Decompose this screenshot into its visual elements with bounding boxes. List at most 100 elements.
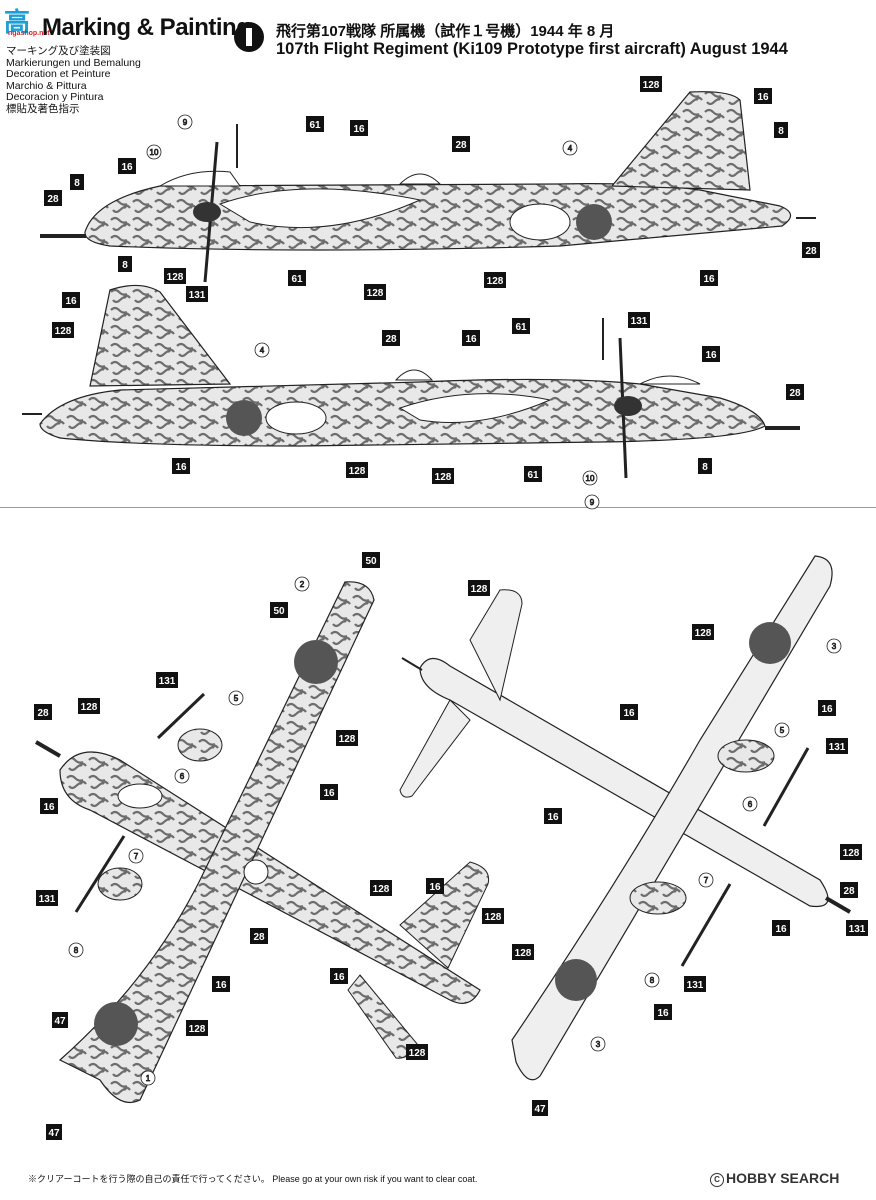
callout-box: 8: [122, 260, 128, 271]
callout-box: 128: [373, 884, 390, 895]
circle-label: 7: [704, 876, 709, 885]
circle-label: 6: [180, 772, 185, 781]
clear-coat-note: ※クリアーコートを行う際の自己の責任で行ってください。 Please go at…: [28, 1174, 478, 1184]
callout-box: 16: [333, 972, 345, 983]
callout-box: 61: [309, 120, 321, 131]
language-list: マーキング及び塗装図 Markierungen und Bemalung Dec…: [6, 45, 141, 116]
callout-box: 28: [47, 194, 59, 205]
copyright-icon: C: [710, 1173, 724, 1187]
language-item: Marchio & Pittura: [6, 79, 87, 92]
language-item: Decoration et Peinture: [6, 68, 111, 81]
callout-box: 61: [527, 470, 539, 481]
circle-label: 1: [146, 1074, 151, 1083]
callout-box: 16: [43, 802, 55, 813]
callout-box: 128: [81, 702, 98, 713]
callout-box: 28: [455, 140, 467, 151]
callout-box: 131: [849, 924, 866, 935]
credit-text: HOBBY SEARCH: [726, 1170, 840, 1186]
callout-box: 131: [39, 894, 56, 905]
callout-box: 128: [409, 1048, 426, 1059]
callout-box: 128: [843, 848, 860, 859]
callout-box: 128: [367, 288, 384, 299]
circle-label: 5: [780, 726, 785, 735]
callout-box: 128: [339, 734, 356, 745]
circle-label: 10: [586, 474, 595, 483]
callout-box: 47: [54, 1016, 66, 1027]
callout-box: 16: [65, 296, 77, 307]
scheme-title-jp: 飛行第107戦隊 所属機（試作１号機）1944 年 8 月: [276, 23, 615, 40]
callout-box: 131: [189, 290, 206, 301]
callout-box: 16: [821, 704, 833, 715]
circle-label: 8: [650, 976, 655, 985]
callout-box: 16: [623, 708, 635, 719]
callout-box: 16: [429, 882, 441, 893]
callout-labels: 128 16 8 61 16 28 16 8 28 128 131 61 128…: [34, 76, 868, 1140]
scheme-title-en: 107th Flight Regiment (Ki109 Prototype f…: [276, 40, 788, 58]
section-divider: [0, 507, 876, 508]
callout-box: 128: [515, 948, 532, 959]
callout-box: 8: [74, 178, 80, 189]
callout-box: 16: [775, 924, 787, 935]
callout-box: 61: [515, 322, 527, 333]
callout-box: 128: [643, 80, 660, 91]
callout-box: 16: [657, 1008, 669, 1019]
callout-box: 8: [778, 126, 784, 137]
callout-box: 131: [687, 980, 704, 991]
callout-box: 131: [159, 676, 176, 687]
callout-box: 28: [789, 388, 801, 399]
underside-view: [399, 555, 852, 1081]
circled-labels: 9 10 4 4 9 10 2 5 6 7 8 1 3 5 6 7 8 3: [68, 114, 842, 1086]
logo-sub: ngashop.net: [8, 30, 50, 37]
callout-box: 128: [55, 326, 72, 337]
callout-box: 50: [273, 606, 285, 617]
language-item: マーキング及び塗装図: [6, 45, 111, 57]
callout-box: 128: [695, 628, 712, 639]
callout-box: 8: [702, 462, 708, 473]
callout-box: 16: [703, 274, 715, 285]
page-title: Marking & Painting: [42, 14, 251, 41]
callout-box: 16: [121, 162, 133, 173]
callout-box: 128: [349, 466, 366, 477]
side-view-right: [40, 91, 816, 283]
language-item: Decoracion y Pintura: [6, 91, 104, 104]
circle-label: 4: [568, 144, 573, 153]
callout-box: 61: [291, 274, 303, 285]
callout-box: 16: [705, 350, 717, 361]
circle-label: 4: [260, 346, 265, 355]
callout-box: 131: [631, 316, 648, 327]
side-view-left: [22, 284, 800, 479]
circle-label: 8: [74, 946, 79, 955]
callout-box: 16: [323, 788, 335, 799]
callout-box: 16: [353, 124, 365, 135]
callout-box: 47: [534, 1104, 546, 1115]
circle-label: 6: [748, 800, 753, 809]
language-item: Markierungen und Bemalung: [6, 56, 141, 69]
circle-label: 9: [183, 118, 188, 127]
callout-box: 16: [215, 980, 227, 991]
circle-label: 9: [590, 498, 595, 507]
callout-box: 28: [805, 246, 817, 257]
callout-box: 28: [843, 886, 855, 897]
circle-label: 7: [134, 852, 139, 861]
callout-box: 16: [175, 462, 187, 473]
circle-label: 2: [300, 580, 305, 589]
callout-box: 28: [253, 932, 265, 943]
callout-box: 128: [471, 584, 488, 595]
circle-label: 3: [596, 1040, 601, 1049]
callout-box: 50: [365, 556, 377, 567]
callout-box: 47: [48, 1128, 60, 1139]
callout-box: 16: [757, 92, 769, 103]
scheme-badge-numeral: [246, 28, 252, 46]
top-view: [34, 581, 490, 1104]
callout-box: 128: [435, 472, 452, 483]
callout-box: 128: [167, 272, 184, 283]
callout-box: 16: [547, 812, 559, 823]
logo: 高: [4, 7, 33, 37]
callout-box: 28: [385, 334, 397, 345]
circle-label: 5: [234, 694, 239, 703]
callout-box: 128: [487, 276, 504, 287]
callout-box: 131: [829, 742, 846, 753]
callout-box: 28: [37, 708, 49, 719]
circle-label: 10: [150, 148, 159, 157]
